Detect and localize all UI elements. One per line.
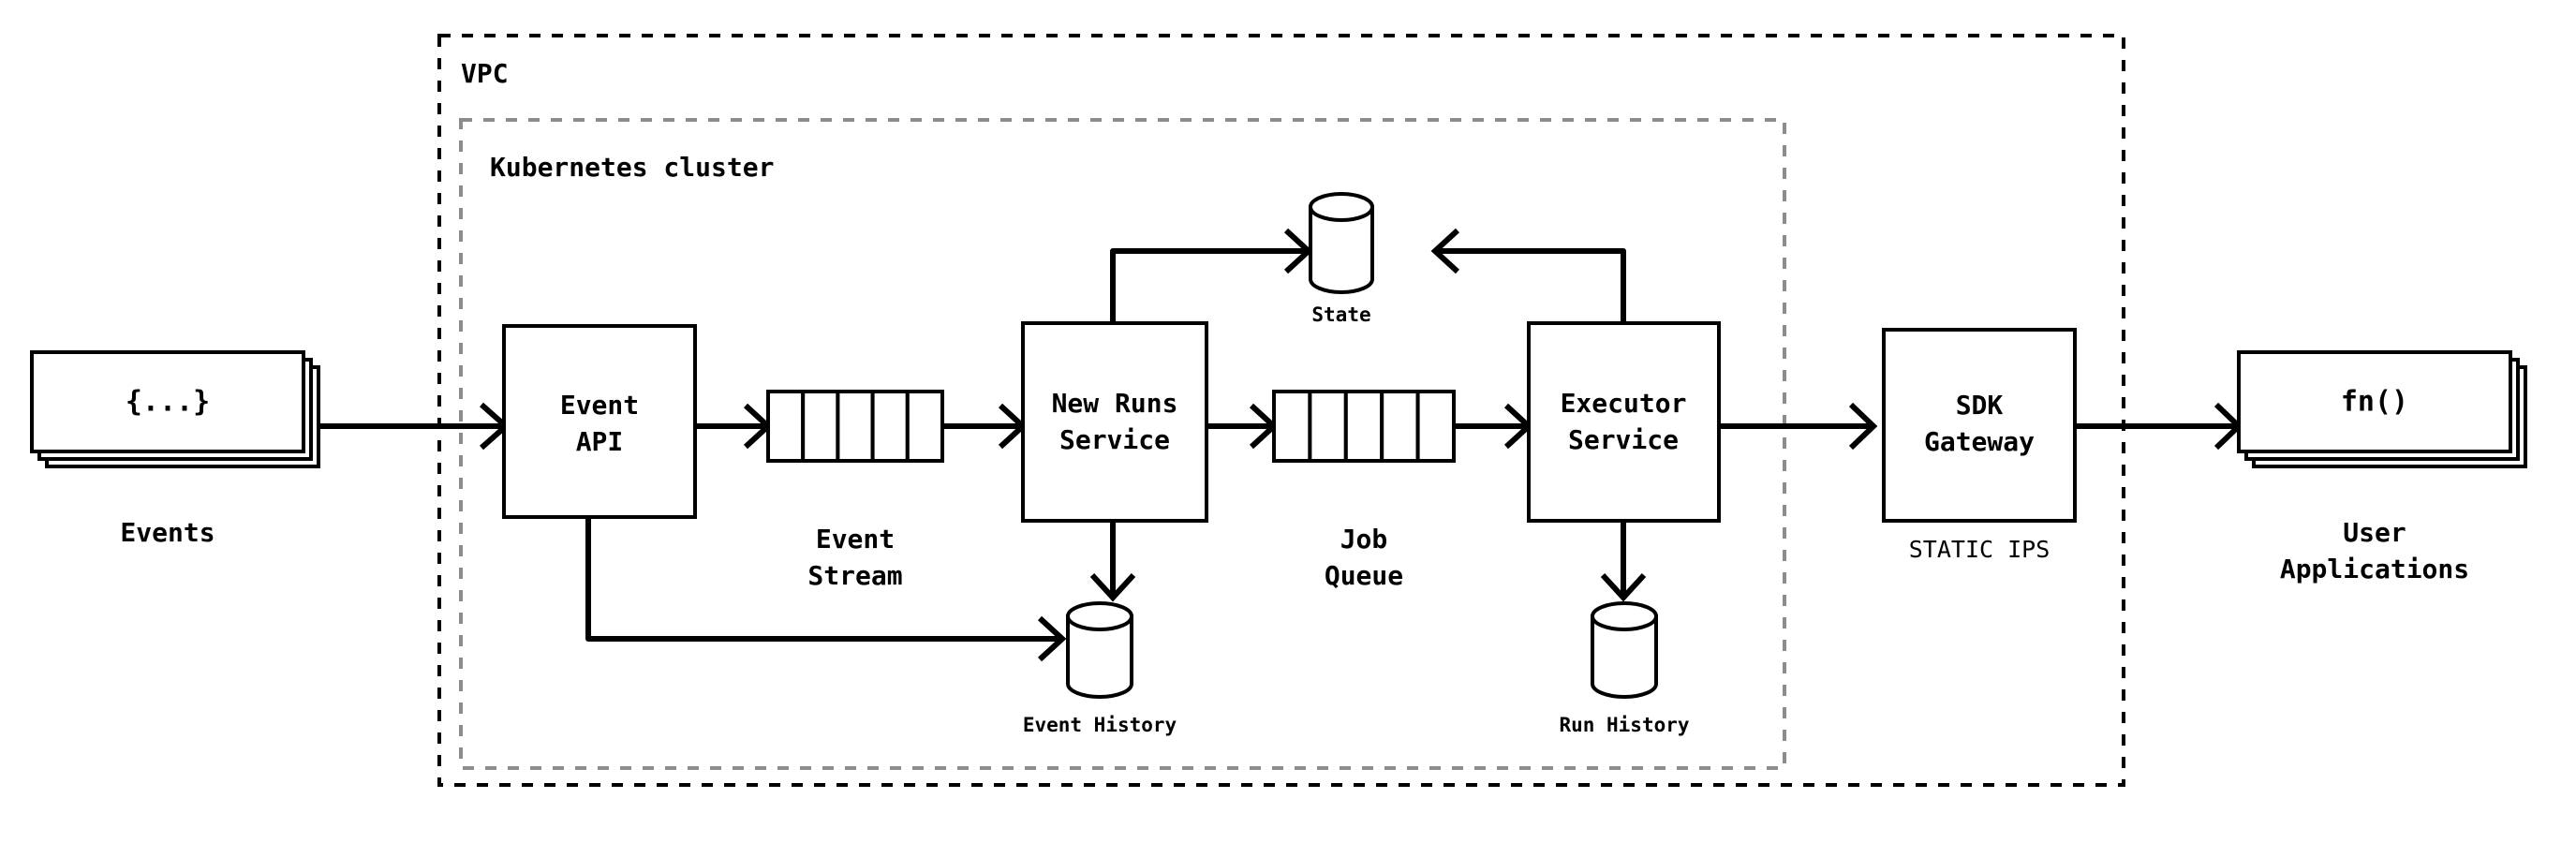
zone-vpc-boundary: [437, 34, 2125, 787]
events-caption: Events: [120, 517, 215, 548]
node-job-queue[interactable]: Job Queue: [1272, 390, 1456, 591]
edge-new-runs-to-event-history: [1089, 521, 1136, 602]
node-run-history[interactable]: Run History: [1559, 601, 1690, 736]
user-apps-box-text: fn(): [2341, 386, 2408, 419]
node-sdk-gateway[interactable]: SDK Gateway STATIC IPS: [1882, 328, 2077, 563]
zone-k8s-boundary: [459, 118, 1786, 770]
executor-line2: Service: [1568, 424, 1679, 455]
edge-event-stream-to-new-runs: [942, 403, 1028, 450]
node-event-api[interactable]: Event API: [502, 324, 697, 519]
events-box-text: {...}: [126, 386, 210, 419]
node-event-history[interactable]: Event History: [1023, 601, 1177, 736]
state-caption: State: [1311, 303, 1370, 326]
new-runs-line1: New Runs: [1052, 388, 1178, 419]
event-history-caption: Event History: [1023, 714, 1177, 736]
sdk-gateway-line1: SDK: [1956, 390, 2004, 421]
event-api-line2: API: [576, 426, 624, 457]
event-stream-caption-line1: Event: [816, 524, 895, 555]
user-apps-caption-line1: User: [2343, 517, 2406, 548]
event-stream-caption-line2: Stream: [807, 560, 902, 591]
node-user-applications[interactable]: fn() User Applications: [2237, 350, 2527, 584]
job-queue-caption-line2: Queue: [1325, 560, 1403, 591]
user-apps-caption-line2: Applications: [2280, 554, 2469, 584]
job-queue-caption-line1: Job: [1340, 524, 1388, 555]
edge-events-to-event-api: [318, 402, 511, 451]
edge-new-runs-to-job-queue: [1208, 403, 1279, 450]
node-events[interactable]: {...} Events: [30, 350, 320, 548]
edge-executor-to-state: [1430, 228, 1626, 323]
zone-vpc-label: VPC: [461, 58, 509, 89]
executor-line1: Executor: [1561, 388, 1687, 419]
sdk-gateway-sublabel: STATIC IPS: [1909, 536, 2050, 563]
node-new-runs-service[interactable]: New Runs Service: [1021, 321, 1208, 523]
edge-event-api-to-event-history: [585, 515, 1067, 662]
edge-event-api-to-event-stream: [695, 403, 773, 450]
node-state[interactable]: State: [1309, 192, 1374, 326]
zone-k8s-label: Kubernetes cluster: [490, 152, 774, 183]
edge-executor-to-run-history: [1600, 521, 1647, 602]
run-history-caption: Run History: [1559, 714, 1689, 736]
sdk-gateway-line2: Gateway: [1924, 426, 2035, 457]
new-runs-line2: Service: [1059, 424, 1170, 455]
edge-sdk-gateway-to-user-apps: [2075, 402, 2243, 451]
edge-executor-to-sdk-gateway: [1719, 402, 1878, 451]
edge-new-runs-to-state: [1110, 228, 1313, 323]
node-event-stream[interactable]: Event Stream: [766, 390, 944, 591]
event-api-line1: Event: [560, 390, 639, 421]
edge-job-queue-to-executor: [1454, 403, 1533, 450]
node-executor-service[interactable]: Executor Service: [1527, 321, 1721, 523]
